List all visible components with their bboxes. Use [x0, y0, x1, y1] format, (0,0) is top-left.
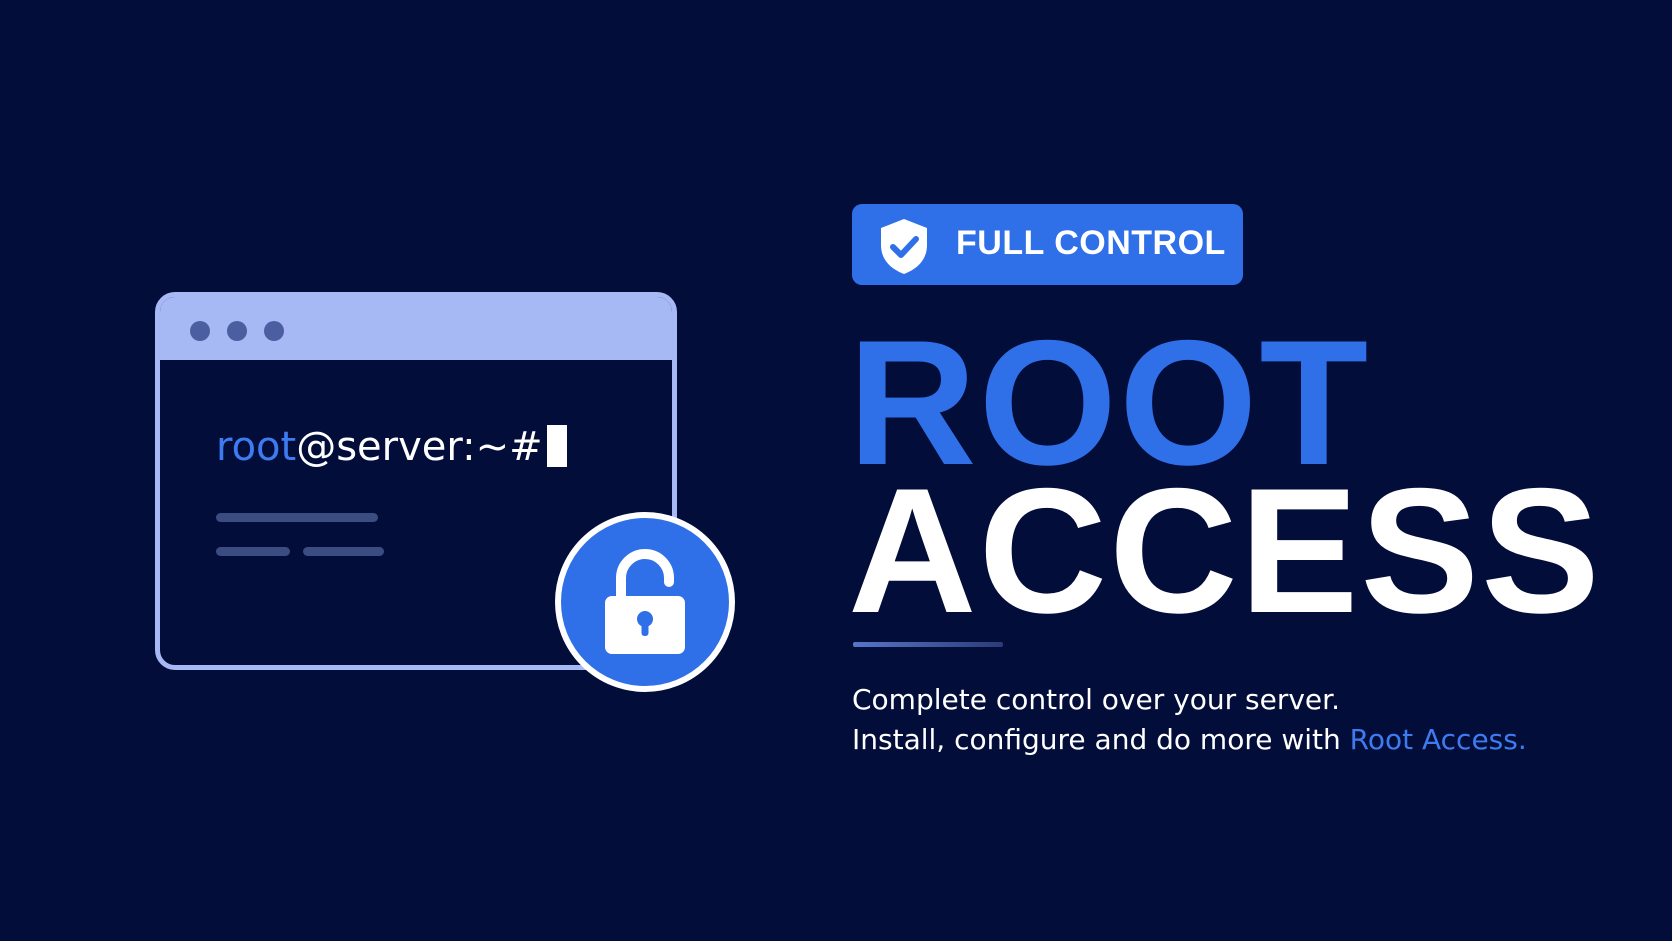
window-dot-icon: [227, 321, 247, 341]
description-line-1: Complete control over your server.: [852, 683, 1340, 716]
description-highlight: Root Access.: [1349, 723, 1527, 756]
terminal-output-line: [303, 547, 384, 556]
terminal-titlebar: [160, 297, 672, 360]
headline-root: ROOT: [848, 303, 1371, 502]
badge-label: FULL CONTROL: [956, 224, 1226, 262]
unlocked-padlock-icon: [605, 549, 685, 654]
prompt-host: @server:~#: [296, 424, 543, 470]
headline-access: ACCESS: [848, 451, 1602, 650]
divider: [853, 642, 1003, 647]
prompt-user: root: [216, 424, 297, 470]
terminal-output-line: [216, 547, 290, 556]
description-line-2: Install, configure and do more with Root…: [852, 726, 1527, 754]
lock-badge: [555, 512, 735, 692]
cursor-icon: [546, 425, 567, 467]
terminal-output-line: [216, 513, 378, 522]
terminal-window: root@server:~#: [155, 292, 677, 670]
description-text: Install, configure and do more with: [852, 723, 1350, 756]
window-dot-icon: [264, 321, 284, 341]
terminal-prompt: root@server:~#: [216, 425, 567, 467]
window-dot-icon: [190, 321, 210, 341]
full-control-badge: FULL CONTROL: [852, 204, 1243, 285]
shield-check-icon: [881, 219, 927, 274]
